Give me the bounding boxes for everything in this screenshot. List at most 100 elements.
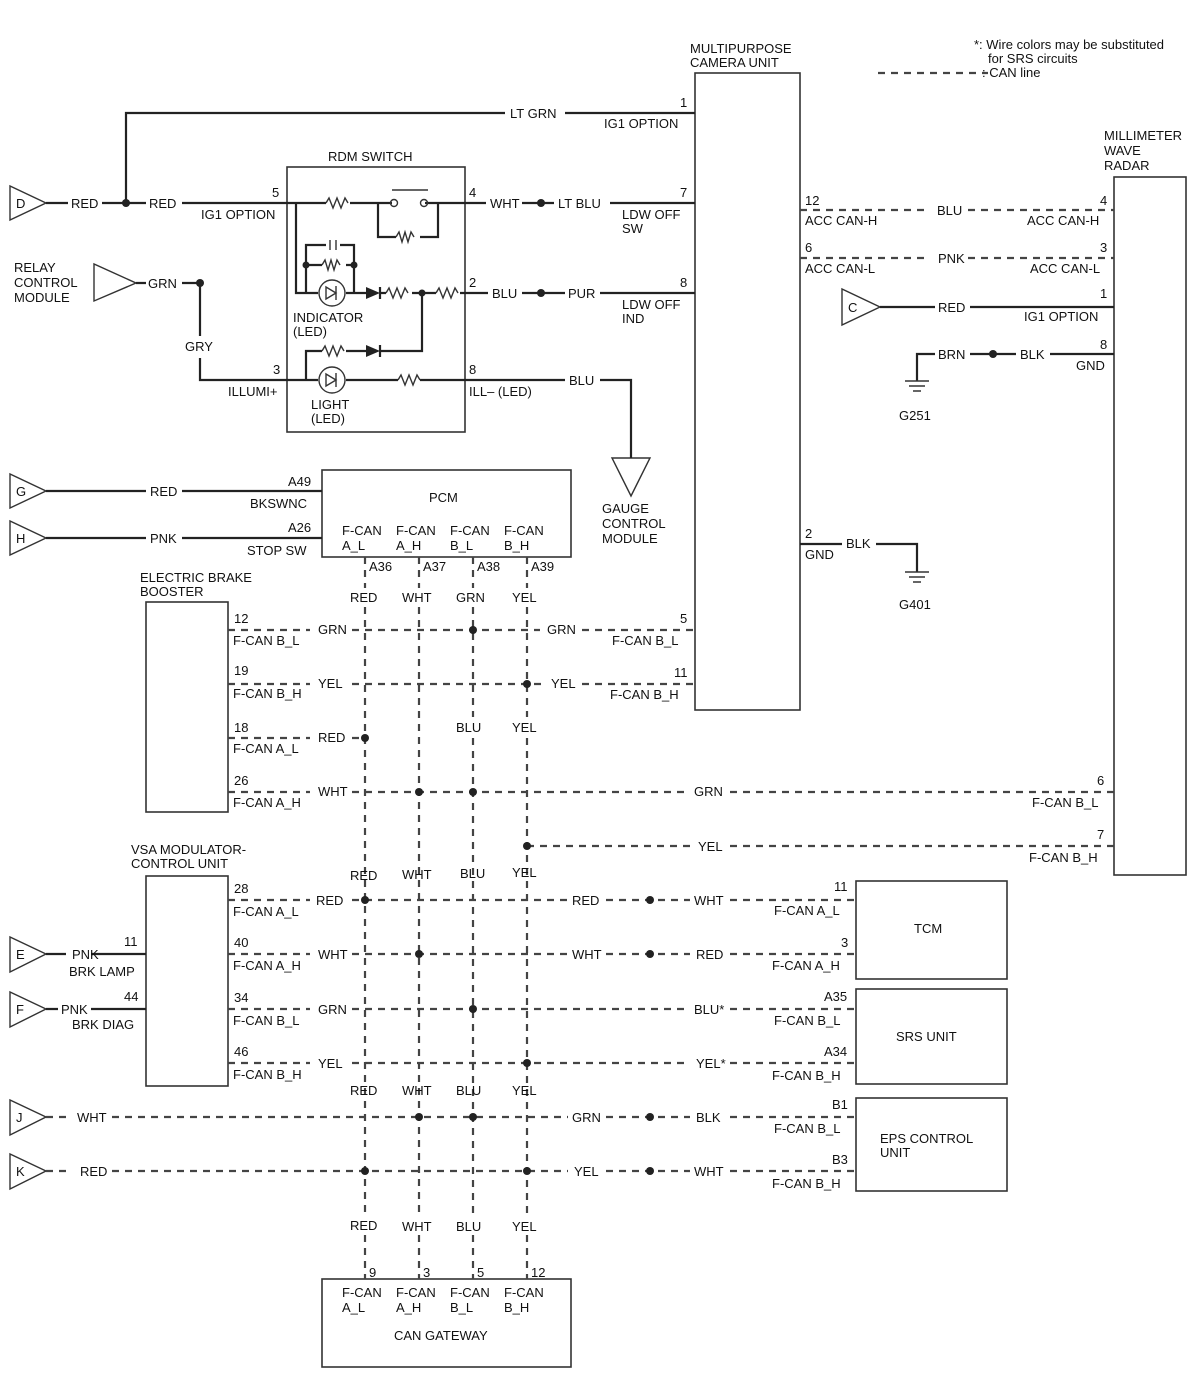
wire-label: YEL* [696, 1056, 726, 1071]
light-label-2: (LED) [311, 411, 345, 426]
pin-signal: F-CAN A_H [772, 958, 840, 973]
wire-label: BLU [456, 1083, 481, 1098]
pin-signal: ILL– (LED) [469, 384, 532, 399]
pin-label: 4 [1100, 193, 1107, 208]
radar-box [1113, 176, 1187, 876]
radar-title-2: WAVE [1104, 143, 1141, 158]
connector-c [841, 287, 882, 327]
wire-label: WHT [402, 590, 432, 605]
pin-signal: F-CAN B_L [612, 633, 678, 648]
pin-label: 34 [234, 990, 248, 1005]
junction-dots [122, 199, 997, 1175]
pin-signal: F-CAN A_H [233, 958, 301, 973]
wire-labels: LT GRN 1 IG1 OPTION RED RED 5 IG1 OPTION… [61, 95, 1107, 1315]
wire-label: BLK [696, 1110, 721, 1125]
light-label-1: LIGHT [311, 397, 349, 412]
wire-label: RED [696, 947, 723, 962]
wire-label: RED [318, 730, 345, 745]
wire-label: RED [350, 590, 377, 605]
pin-label: 12 [234, 611, 248, 626]
pin-label: 8 [680, 275, 687, 290]
wire-label: RED [150, 484, 177, 499]
wire-label: WHT [77, 1110, 107, 1125]
wire-label: WHT [490, 196, 520, 211]
relay-triangle [93, 262, 138, 303]
wire-label: GRN [456, 590, 485, 605]
connector-j [9, 1098, 48, 1137]
pin-signal: F-CAN A_L [233, 904, 299, 919]
pin-signal: STOP SW [247, 543, 307, 558]
pcm-pin-name: B_H [504, 538, 529, 553]
ebb-title-1: ELECTRIC BRAKE [140, 570, 252, 585]
pin-signal: IG1 OPTION [1024, 309, 1098, 324]
wire-label: YEL [512, 590, 537, 605]
wire-label: GRN [318, 1002, 347, 1017]
srs-box [855, 988, 1008, 1085]
pcm-title: PCM [429, 490, 458, 505]
pin-signal: LDW OFF [622, 297, 681, 312]
pin-label: A49 [288, 474, 311, 489]
pin-label: A38 [477, 559, 500, 574]
wire-label: RED [938, 300, 965, 315]
letter-g: G [16, 484, 26, 499]
pin-label: 3 [1100, 240, 1107, 255]
wire-label: YEL [512, 1083, 537, 1098]
pin-signal: F-CAN B_H [1029, 850, 1098, 865]
pin-label: B3 [832, 1152, 848, 1167]
pin-signal: F-CAN B_H [233, 1067, 302, 1082]
pin-label: 11 [674, 665, 688, 680]
wire-label: BRN [938, 347, 965, 362]
pin-signal: GND [805, 547, 834, 562]
camera-unit-box [694, 72, 801, 711]
can-note: : CAN line [982, 65, 1041, 80]
letter-c: C [848, 300, 857, 315]
pin-label: 9 [369, 1265, 376, 1280]
pin-signal: F-CAN B_H [610, 687, 679, 702]
pin-label: 28 [234, 881, 248, 896]
pin-label: A34 [824, 1044, 847, 1059]
pin-signal: F-CAN A_L [774, 903, 840, 918]
relay-title-2: CONTROL [14, 275, 78, 290]
letter-e: E [16, 947, 25, 962]
wire-label: WHT [694, 893, 724, 908]
wire-label: YEL [698, 839, 723, 854]
letter-f: F [16, 1002, 24, 1017]
gateway-pin-name: A_H [396, 1300, 421, 1315]
wire-label: GRN [547, 622, 576, 637]
wire-label: RED [350, 868, 377, 883]
tcm-title: TCM [914, 921, 942, 936]
pin-label: 44 [124, 989, 138, 1004]
gauge-title-3: MODULE [602, 531, 658, 546]
radar-title-1: MILLIMETER [1104, 128, 1182, 143]
letter-d: D [16, 196, 25, 211]
letter-j: J [16, 1110, 23, 1125]
wire-label: YEL [318, 1056, 343, 1071]
gateway-pin-name: B_L [450, 1300, 473, 1315]
pin-signal: ACC CAN-L [1030, 261, 1100, 276]
connector-h [9, 519, 48, 557]
wire-label: YEL [318, 676, 343, 691]
pin-signal: BRK LAMP [69, 964, 135, 979]
radar-title-3: RADAR [1104, 158, 1150, 173]
relay-title-1: RELAY [14, 260, 56, 275]
pin-label: 5 [680, 611, 687, 626]
connector-f [9, 990, 48, 1029]
rdm-switch-box [286, 166, 466, 433]
wire-label: RED [350, 1083, 377, 1098]
vsa-title-1: VSA MODULATOR- [131, 842, 246, 857]
wire-label: PNK [72, 947, 99, 962]
pin-label: 11 [124, 934, 138, 949]
pcm-box [321, 469, 572, 558]
solid-wires [46, 111, 1114, 1011]
pin-label: 3 [423, 1265, 430, 1280]
pin-label: 3 [841, 935, 848, 950]
gateway-pin-name: F-CAN [342, 1285, 382, 1300]
ground-symbols [905, 380, 929, 583]
ground-g401: G401 [899, 597, 931, 612]
wire-label: PNK [938, 251, 965, 266]
wire-label: WHT [402, 1219, 432, 1234]
ebb-box [145, 601, 229, 813]
pin-label: 5 [272, 185, 279, 200]
pin-signal: F-CAN B_L [774, 1121, 840, 1136]
